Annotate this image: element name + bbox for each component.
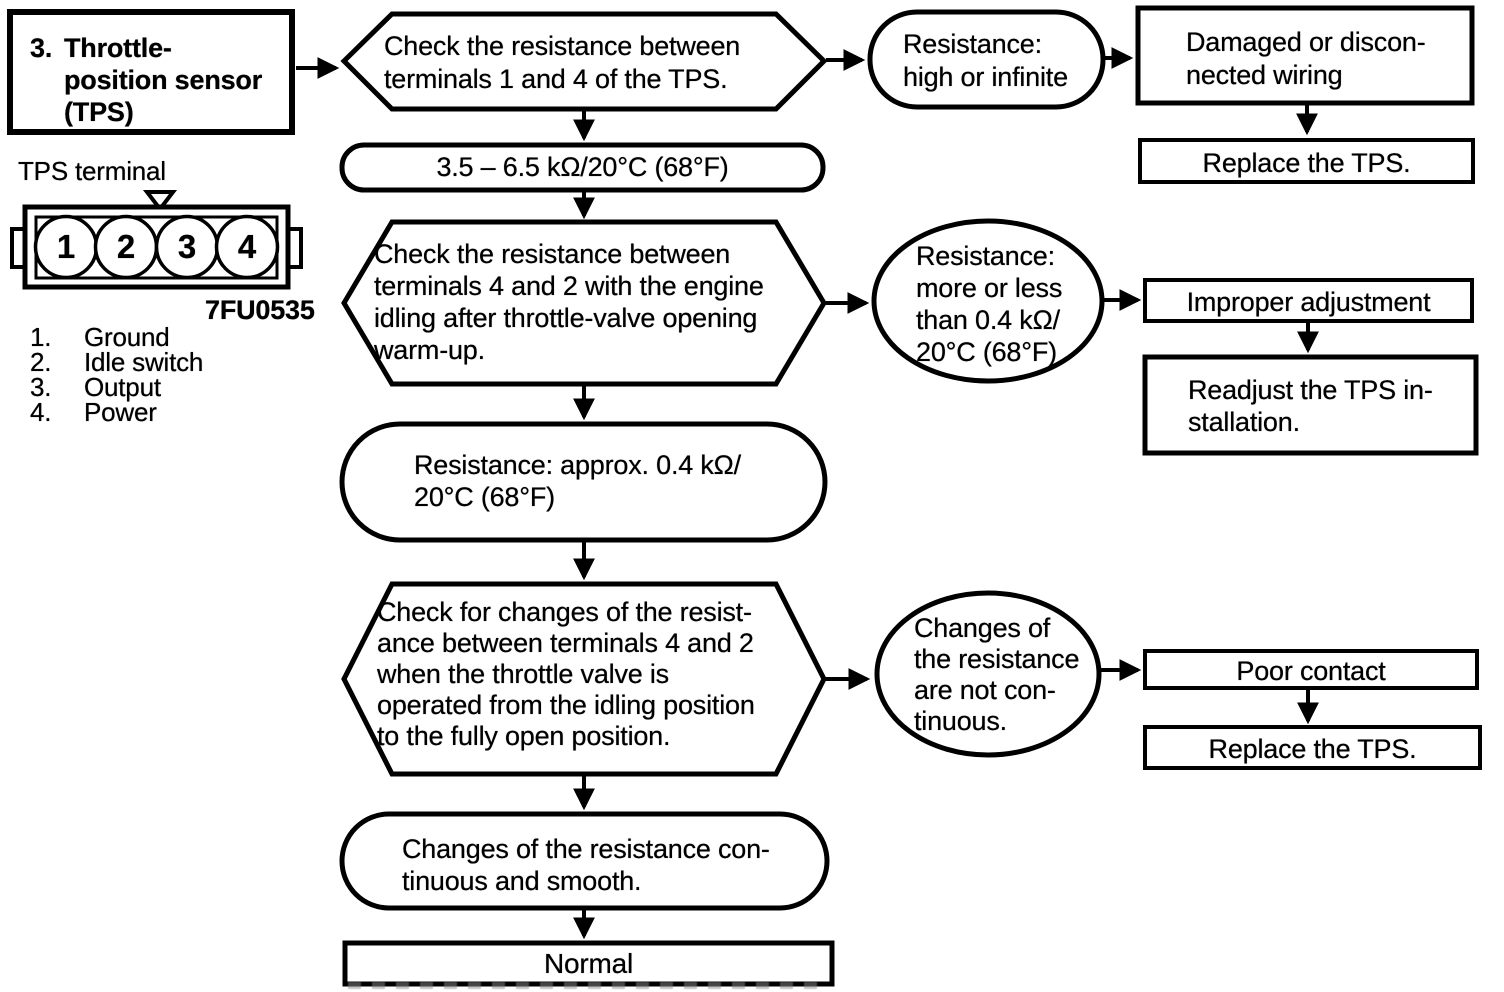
cause1-text: Damaged or discon-nected wiring bbox=[1186, 27, 1426, 90]
figure-code: 7FU0535 bbox=[205, 295, 315, 325]
decision-hexagon-1 bbox=[340, 11, 828, 112]
spec-stadium-3 bbox=[339, 811, 830, 911]
action3-text: Replace the TPS. bbox=[1208, 734, 1417, 764]
scan-artifact-strip bbox=[348, 982, 826, 989]
spec2-text: Resistance: approx. 0.4 kΩ/20°C (68°F) bbox=[414, 450, 741, 512]
spec-stadium-2 bbox=[339, 421, 828, 543]
result-ellipse-1 bbox=[867, 9, 1106, 110]
decision-hexagon-3 bbox=[341, 581, 827, 777]
index-triangle-icon bbox=[142, 190, 178, 213]
result-circle-2 bbox=[871, 218, 1105, 384]
end-text: Normal bbox=[543, 948, 634, 979]
cause-box-3 bbox=[1143, 649, 1479, 690]
result-circle-3 bbox=[874, 590, 1102, 758]
spec-stadium-1 bbox=[339, 142, 826, 193]
section-number: 3. bbox=[30, 33, 53, 63]
check3-text: Check for changes of the resist-ance bet… bbox=[377, 597, 755, 751]
pin-number-2: 2 bbox=[116, 228, 136, 265]
action1-text: Replace the TPS. bbox=[1202, 148, 1411, 178]
cause2-text: Improper adjustment bbox=[1186, 287, 1431, 317]
legend-label-1: Ground bbox=[84, 322, 170, 352]
result1-text: Resistance:high or infinite bbox=[903, 29, 1068, 92]
legend-label-3: Output bbox=[84, 372, 161, 402]
cause-box-2 bbox=[1143, 278, 1474, 323]
legend-num-1: 1. bbox=[30, 322, 52, 352]
pin-circle-4 bbox=[214, 214, 280, 280]
action-box-1 bbox=[1138, 138, 1475, 184]
section-title-box-shape bbox=[7, 9, 295, 135]
legend-num-3: 3. bbox=[30, 372, 52, 402]
legend-num-4: 4. bbox=[30, 397, 52, 427]
cause-box-1 bbox=[1135, 5, 1475, 106]
legend-num-2: 2. bbox=[30, 347, 52, 377]
pin-number-4: 4 bbox=[237, 228, 257, 265]
spec1-text: 3.5 – 6.5 kΩ/20°C (68°F) bbox=[436, 152, 729, 182]
spec3-text: Changes of the resistance con-tinuous an… bbox=[402, 834, 770, 896]
end-box bbox=[342, 940, 835, 987]
section-title: Throttle-position sensor(TPS) bbox=[64, 33, 263, 127]
legend-label-2: Idle switch bbox=[84, 347, 204, 377]
cause3-text: Poor contact bbox=[1236, 656, 1386, 686]
pin-number-1: 1 bbox=[56, 228, 76, 265]
action-box-3 bbox=[1143, 725, 1482, 770]
connector-caption: TPS terminal bbox=[18, 156, 166, 186]
legend-label-4: Power bbox=[84, 397, 157, 427]
action2-text: Readjust the TPS in-stallation. bbox=[1188, 375, 1433, 437]
pin-number-3: 3 bbox=[177, 228, 197, 265]
action-box-2 bbox=[1142, 354, 1479, 456]
decision-hexagon-2 bbox=[341, 219, 827, 387]
